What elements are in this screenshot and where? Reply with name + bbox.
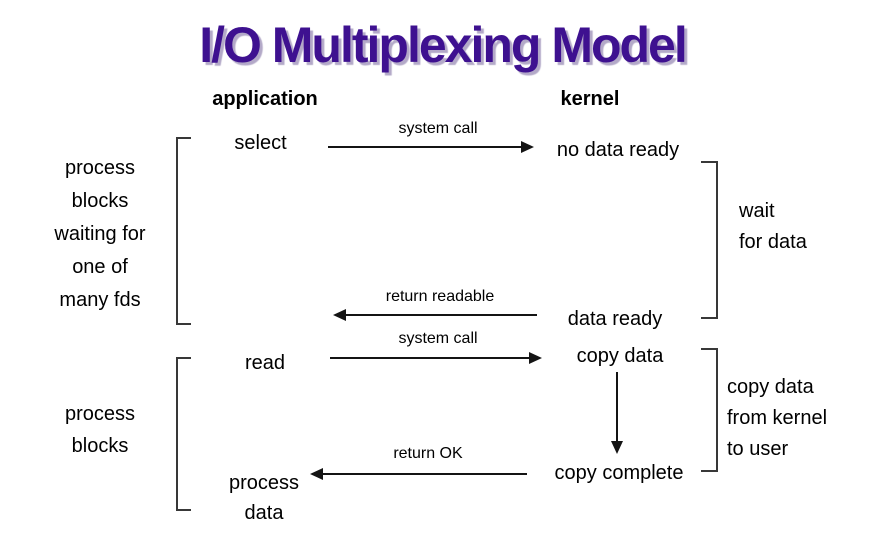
note-line: process [64,157,136,179]
arrow-return-readable-line [345,314,537,316]
column-header-kernel: kernel [560,88,620,110]
note-line: process [64,403,136,425]
note-line: to user [727,438,789,460]
bracket-select-blocking [176,137,191,325]
node-line: process [228,472,300,494]
node-line: data [244,502,284,524]
arrow-return-ok-line [322,473,527,475]
bracket-read-blocking [176,357,191,511]
arrowhead-right-icon [529,352,542,364]
note-line: many fds [59,289,141,311]
note-copy-data-from-kernel: copy data from kernel to user [727,372,867,465]
arrow-syscall-read-line [330,357,530,359]
arrowhead-down-icon [611,441,623,454]
bracket-wait-for-data [701,161,718,319]
diagram-title: I/O Multiplexing Model [199,17,688,73]
node-select: select [234,132,287,154]
note-line: copy data [727,376,814,398]
arrowhead-left-icon [333,309,346,321]
arrowhead-left-icon [310,468,323,480]
note-line: one of [72,256,128,278]
arrowhead-right-icon [521,141,534,153]
node-copy-data: copy data [576,345,664,367]
arrow-label-return-readable: return readable [385,288,495,305]
arrow-label-syscall-read: system call [398,330,478,347]
note-wait-for-data: wait for data [739,196,859,258]
column-header-application: application [212,88,318,110]
node-copy-complete: copy complete [554,462,684,484]
arrow-label-syscall-select: system call [398,120,478,137]
note-line: wait [739,200,775,222]
bracket-copy-to-user [701,348,718,472]
arrow-syscall-select-line [328,146,522,148]
arrow-label-return-ok: return OK [393,445,463,462]
note-line: from kernel [727,407,828,429]
note-line: blocks [71,190,129,212]
note-line: for data [739,231,807,253]
note-line: waiting for [54,223,146,245]
node-read: read [244,352,286,374]
arrow-copy-progress-line [616,372,618,442]
node-process-data: process data [208,468,320,528]
note-process-blocks: process blocks [26,398,174,462]
note-line: blocks [71,435,129,457]
node-data-ready: data ready [567,308,663,330]
note-process-blocks-waiting: process blocks waiting for one of many f… [26,152,174,317]
node-no-data-ready: no data ready [556,139,680,161]
